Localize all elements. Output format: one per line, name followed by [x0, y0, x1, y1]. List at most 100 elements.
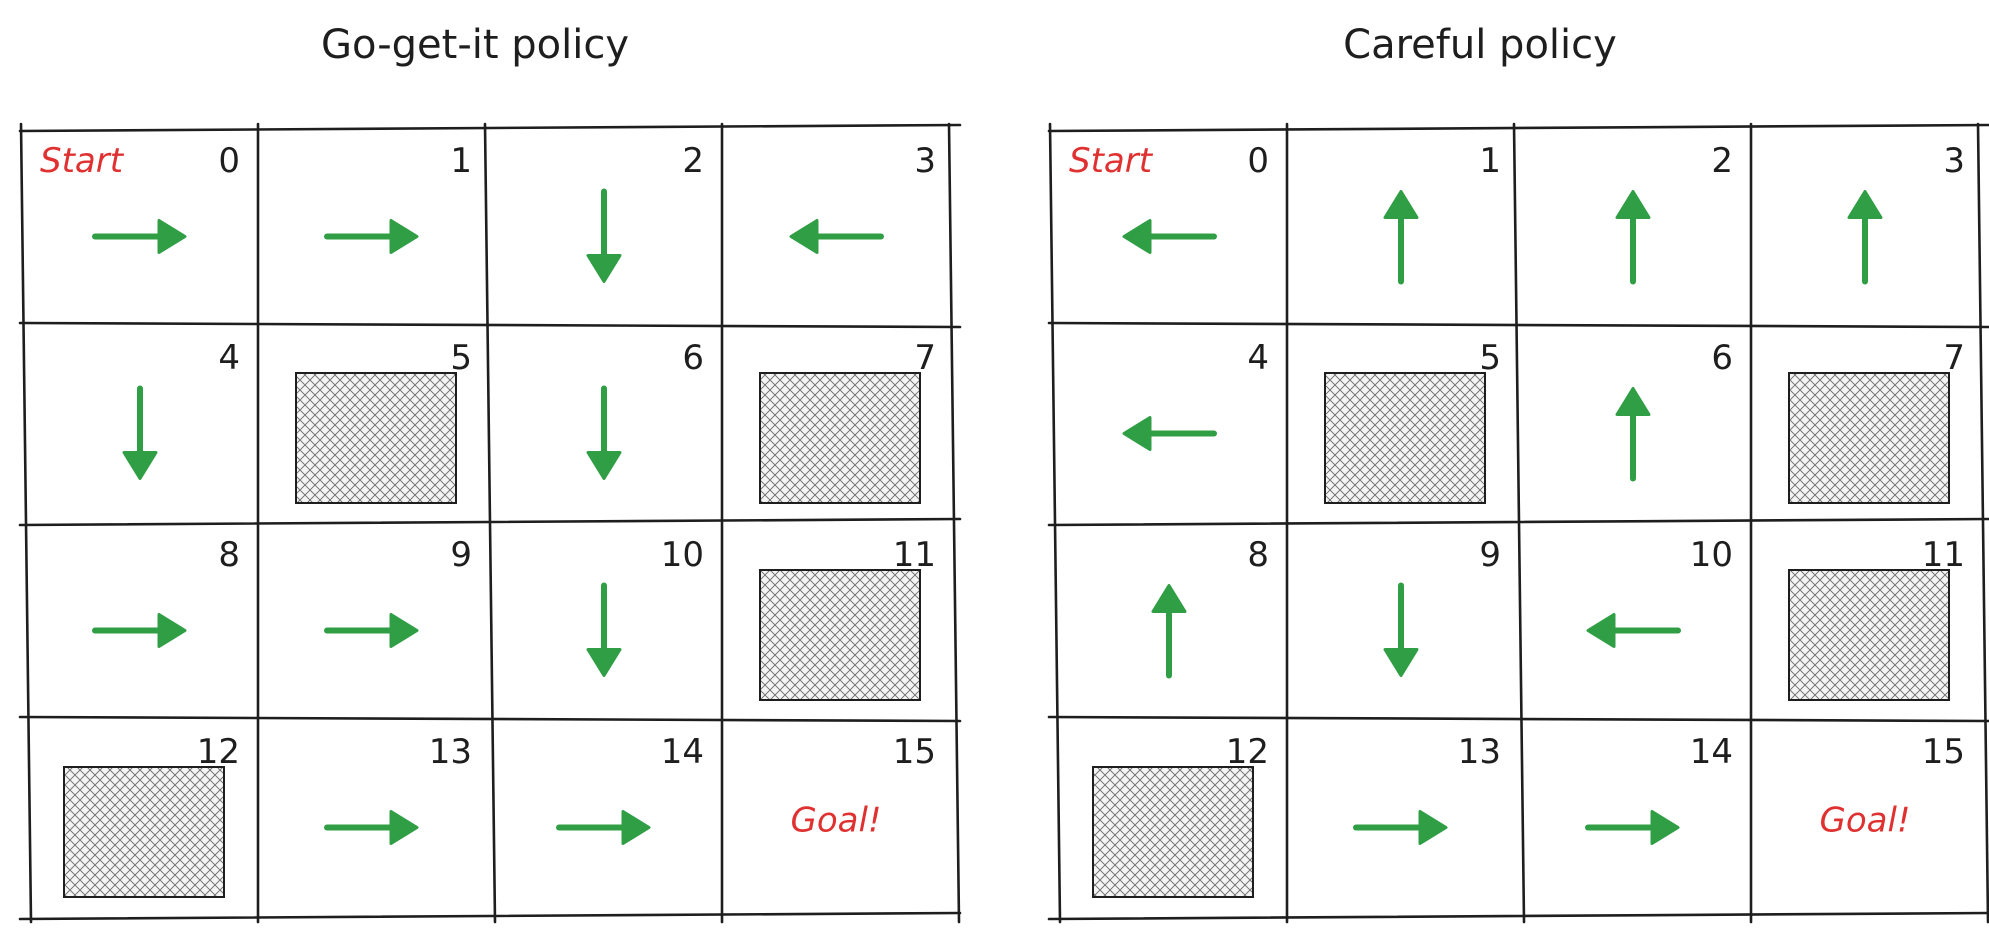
grid-line-vertical	[1048, 122, 1062, 924]
arrow-down-icon	[1383, 582, 1419, 677]
cell-13: 13	[1353, 732, 1501, 845]
arrow-right-icon	[324, 613, 419, 648]
arrow-up-icon	[1151, 584, 1187, 679]
cell-12: 12	[1092, 732, 1269, 898]
arrow-right-icon	[324, 219, 419, 254]
arrow-right-icon	[1353, 810, 1448, 845]
arrow-left-icon	[1122, 416, 1217, 451]
cell-5: 5	[1324, 338, 1501, 504]
cell-number: 6	[1711, 338, 1733, 378]
grid-title: Careful policy	[1343, 22, 1617, 68]
arrow-left-icon	[789, 219, 884, 254]
cell-number: 0	[218, 141, 240, 181]
cell-number: 14	[661, 732, 704, 772]
cell-8: 8	[1151, 535, 1269, 679]
cell-11: 11	[1788, 535, 1965, 701]
start-label: Start	[40, 141, 125, 181]
arrow-left-icon	[1122, 219, 1217, 254]
cell-8: 8	[92, 535, 240, 648]
grid-line-horizontal	[1047, 715, 1989, 723]
cell-2: 2	[1615, 141, 1733, 285]
cell-number: 0	[1247, 141, 1269, 181]
wall-block	[1092, 766, 1254, 898]
grid-line-horizontal	[18, 715, 962, 723]
cell-3: 3	[789, 141, 936, 254]
cell-number: 7	[914, 338, 936, 378]
cell-number: 2	[682, 141, 704, 181]
cell-6: 6	[586, 338, 704, 480]
arrow-left-icon	[1586, 613, 1681, 648]
cell-number: 14	[1690, 732, 1733, 772]
cell-number: 2	[1711, 141, 1733, 181]
arrow-right-icon	[324, 810, 419, 845]
cell-number: 12	[1226, 732, 1269, 772]
cell-9: 9	[1383, 535, 1501, 677]
cell-4: 4	[1122, 338, 1269, 451]
cell-number: 4	[1247, 338, 1269, 378]
arrow-right-icon	[92, 219, 187, 254]
grid-line-horizontal	[18, 123, 962, 133]
arrow-up-icon	[1615, 387, 1651, 482]
wall-block	[1788, 372, 1950, 504]
cell-0: 0 Start	[40, 141, 240, 254]
grid-line-vertical	[947, 122, 961, 924]
wall-block	[63, 766, 225, 898]
cell-10: 10	[586, 535, 704, 677]
cell-1: 1	[1383, 141, 1501, 285]
cell-2: 2	[586, 141, 704, 283]
cell-number: 12	[197, 732, 240, 772]
grid-line-horizontal	[18, 911, 962, 921]
arrow-right-icon	[556, 810, 651, 845]
goal-label: Goal!	[790, 801, 881, 841]
cell-number: 1	[1479, 141, 1501, 181]
grid-line-horizontal	[1047, 321, 1989, 329]
cell-number: 8	[1247, 535, 1269, 575]
cell-number: 5	[450, 338, 472, 378]
arrow-up-icon	[1383, 190, 1419, 285]
cell-14: 14	[1585, 732, 1733, 845]
cell-7: 7	[1788, 338, 1965, 504]
cell-number: 10	[661, 535, 704, 575]
cell-11: 11	[759, 535, 936, 701]
wall-block	[1788, 569, 1950, 701]
grid-title: Go-get-it policy	[321, 22, 629, 68]
grid-line-vertical	[1976, 122, 1989, 924]
cell-number: 13	[1458, 732, 1501, 772]
cell-3: 3	[1847, 141, 1965, 285]
grid-line-vertical	[1512, 122, 1526, 924]
cell-number: 7	[1943, 338, 1965, 378]
arrow-down-icon	[586, 582, 622, 677]
arrow-down-icon	[586, 385, 622, 480]
wall-block	[1324, 372, 1486, 504]
wall-block	[295, 372, 457, 504]
arrow-right-icon	[92, 613, 187, 648]
grid-line-horizontal	[1047, 911, 1989, 921]
cell-6: 6	[1615, 338, 1733, 482]
cell-5: 5	[295, 338, 472, 504]
cell-4: 4	[122, 338, 240, 480]
cell-number: 11	[893, 535, 936, 575]
cell-number: 13	[429, 732, 472, 772]
cell-10: 10	[1586, 535, 1733, 648]
cell-0: 0 Start	[1069, 141, 1269, 254]
grid-line-vertical	[483, 122, 497, 924]
start-label: Start	[1069, 141, 1154, 181]
cell-number: 11	[1922, 535, 1965, 575]
cell-number: 15	[893, 732, 936, 772]
arrow-down-icon	[586, 188, 622, 283]
arrow-up-icon	[1847, 190, 1883, 285]
cell-number: 5	[1479, 338, 1501, 378]
arrow-up-icon	[1615, 190, 1651, 285]
cell-number: 3	[1943, 141, 1965, 181]
wall-block	[759, 372, 921, 504]
cell-number: 10	[1690, 535, 1733, 575]
cell-number: 6	[682, 338, 704, 378]
cell-number: 3	[914, 141, 936, 181]
cell-number: 9	[1479, 535, 1501, 575]
goal-label: Goal!	[1819, 801, 1910, 841]
